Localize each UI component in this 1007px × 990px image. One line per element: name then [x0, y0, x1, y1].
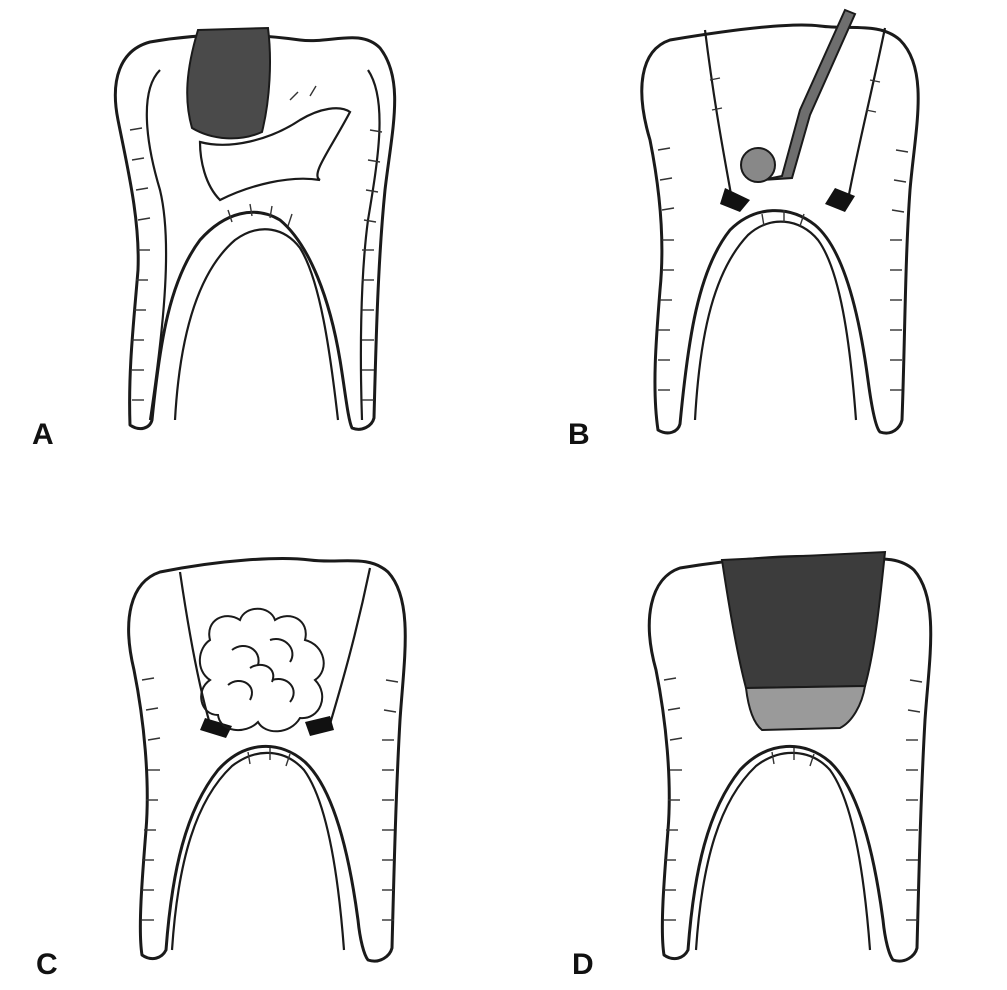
panel-d: D: [500, 490, 1007, 990]
panel-a: A: [0, 0, 500, 470]
panel-label-a: A: [32, 418, 55, 452]
molar-diagram-a: [0, 0, 500, 470]
panel-label-c: C: [36, 948, 59, 982]
panel-label-d: D: [572, 948, 595, 982]
restoration-filling: [722, 552, 885, 688]
panel-b: B: [500, 0, 1007, 470]
panel-label-b: B: [568, 418, 591, 452]
caries-lesion: [187, 28, 270, 138]
bur-head: [741, 148, 775, 182]
molar-diagram-d: [500, 490, 1007, 990]
panel-c: C: [0, 490, 500, 990]
molar-diagram-b: [500, 0, 1007, 470]
base-liner: [746, 686, 865, 730]
molar-diagram-c: [0, 490, 500, 990]
